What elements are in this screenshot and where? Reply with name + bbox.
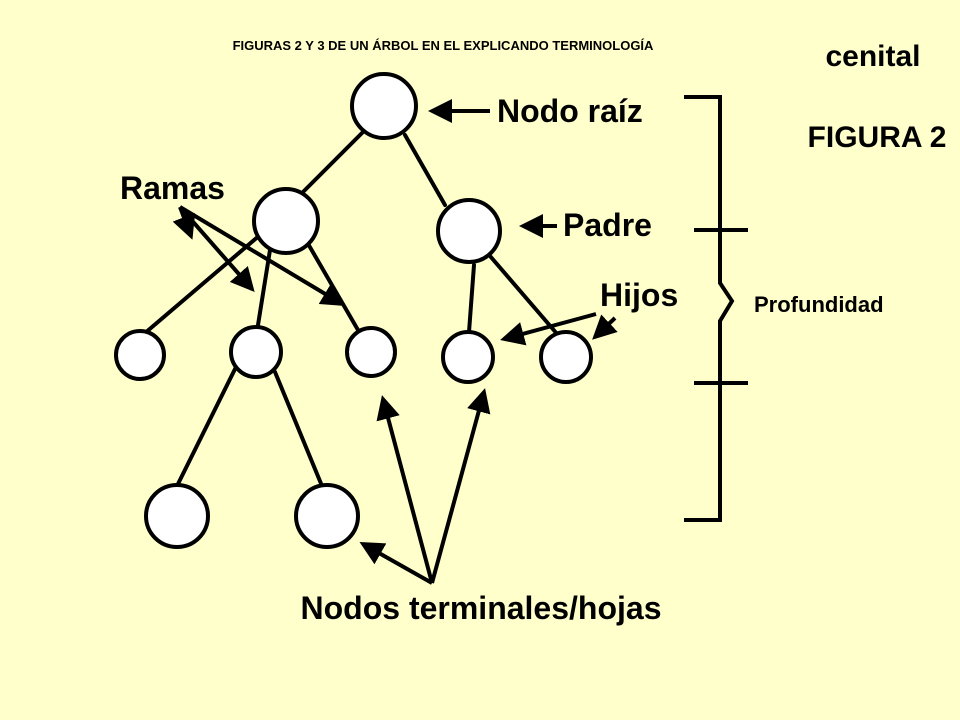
- edge-right-leaf4: [467, 263, 476, 334]
- edge-left-child2: [256, 248, 272, 327]
- branches-arrow: [178, 205, 255, 293]
- edge-right-leaf5: [488, 254, 560, 337]
- depth-bracket: [684, 95, 735, 522]
- branches-arrow: [178, 205, 346, 307]
- leaf-node: [144, 483, 210, 549]
- edge-child2-leaf7: [273, 370, 324, 488]
- parent-label: Padre: [563, 207, 652, 243]
- leaves-arrow: [376, 395, 434, 584]
- edge-root-left: [298, 128, 367, 197]
- child-node: [229, 325, 283, 379]
- parent-node: [436, 198, 502, 264]
- leaf-node: [114, 329, 166, 381]
- children-arrow: [592, 314, 618, 340]
- view-label: cenital: [825, 40, 920, 73]
- edge-left-leaf1: [143, 233, 262, 335]
- root-label: Nodo raíz: [497, 93, 643, 129]
- leaves-arrow: [430, 388, 491, 584]
- figure-title: FIGURAS 2 Y 3 DE UN ÁRBOL EN EL EXPLICAN…: [233, 38, 654, 53]
- leaves-label: Nodos terminales/hojas: [301, 590, 662, 626]
- edge-root-right: [403, 133, 447, 207]
- leaf-node: [441, 330, 495, 384]
- figure-label: FIGURA 2: [808, 121, 947, 154]
- leaf-node: [345, 326, 397, 378]
- leaf-node: [294, 483, 360, 549]
- edge-child2-leaf6: [173, 363, 239, 492]
- children-arrow: [500, 312, 597, 346]
- root-node: [350, 72, 418, 140]
- leaves-arrow: [359, 542, 433, 585]
- children-label: Hijos: [600, 277, 678, 313]
- left-node: [252, 187, 320, 255]
- leaf-node: [539, 330, 593, 384]
- branches-label: Ramas: [120, 170, 225, 206]
- depth-label: Profundidad: [754, 292, 884, 317]
